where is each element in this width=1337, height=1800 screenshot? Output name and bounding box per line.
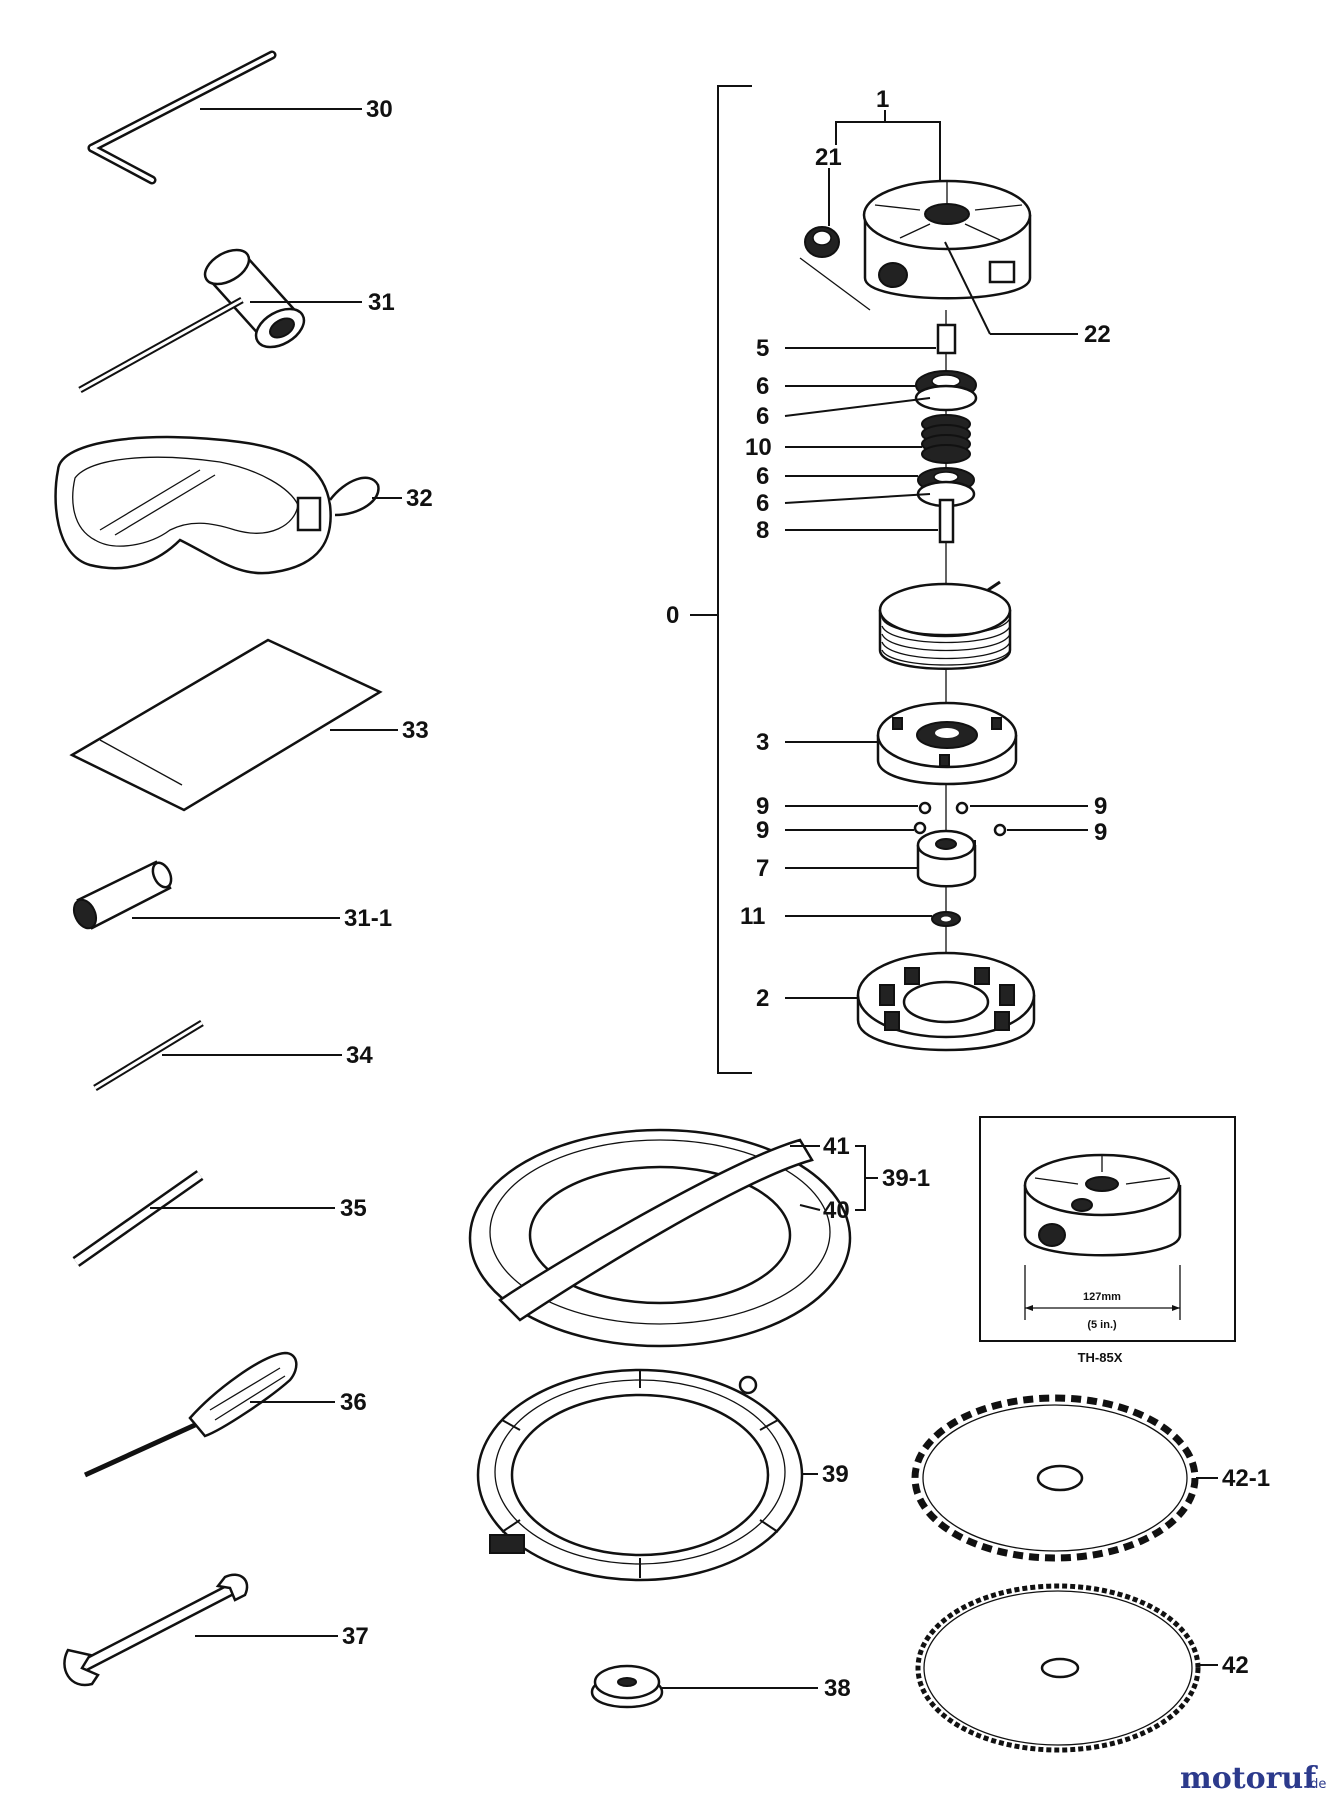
inset-dim-line2: (5 in.) [1087, 1319, 1117, 1331]
part-30-hex-key [87, 50, 362, 185]
label-42: 42 [1222, 1652, 1249, 1679]
part-37-wrench [63, 1573, 338, 1687]
label-2: 2 [756, 985, 769, 1012]
part-39-1-guard [468, 1128, 878, 1348]
label-6c: 6 [756, 463, 769, 490]
label-11: 11 [740, 903, 765, 930]
part-9-balls [785, 801, 1088, 837]
label-36: 36 [340, 1389, 367, 1416]
label-31: 31 [368, 289, 395, 316]
label-33: 33 [402, 717, 429, 744]
label-3: 3 [756, 729, 769, 756]
part-36-screwdriver [83, 1351, 335, 1478]
part-31-1-socket [72, 860, 340, 930]
assembly-bracket-0 [690, 85, 752, 1074]
part-31-plug-wrench [78, 248, 362, 394]
part-42-saw-blade [915, 1583, 1218, 1753]
bracket-1 [835, 110, 941, 185]
label-40: 40 [823, 1197, 850, 1224]
label-6d: 6 [756, 490, 769, 517]
watermark-brand: motoruf [1180, 1761, 1318, 1796]
label-38: 38 [824, 1675, 851, 1702]
label-32: 32 [406, 485, 433, 512]
label-31-1: 31-1 [344, 905, 392, 932]
label-5: 5 [756, 335, 769, 362]
label-9b: 9 [1094, 793, 1107, 820]
label-0: 0 [666, 602, 679, 629]
label-6a: 6 [756, 373, 769, 400]
part-6-bearing-lower [784, 467, 976, 508]
part-5-bolt [785, 323, 957, 355]
label-8: 8 [756, 517, 769, 544]
part-2-housing [785, 951, 1036, 1052]
part-7-hub [785, 829, 977, 888]
label-10: 10 [745, 434, 772, 461]
part-8-shaft [785, 498, 955, 544]
part-42-1-blade [911, 1394, 1218, 1562]
label-21: 21 [815, 144, 842, 171]
part-10-spring [785, 414, 971, 464]
label-35: 35 [340, 1195, 367, 1222]
part-38-cap [590, 1664, 818, 1709]
part-39-frame [476, 1368, 818, 1582]
label-9d: 9 [1094, 819, 1107, 846]
label-39-1: 39-1 [882, 1165, 930, 1192]
part-6-bearing-upper [784, 370, 978, 417]
inset-dim-line1: 127mm [1083, 1291, 1121, 1303]
part-32-safety-goggles [54, 435, 402, 575]
part-spool-line [878, 580, 1012, 670]
part-21-knob [799, 168, 871, 311]
part-3-spool [785, 701, 1018, 786]
part-1-cap [862, 179, 1078, 335]
part-33-manual [69, 638, 398, 812]
label-42-1: 42-1 [1222, 1465, 1270, 1492]
label-9a: 9 [756, 793, 769, 820]
label-7: 7 [756, 855, 769, 882]
label-22: 22 [1084, 321, 1111, 348]
label-6b: 6 [756, 403, 769, 430]
label-39: 39 [822, 1461, 849, 1488]
label-9c: 9 [756, 817, 769, 844]
label-1: 1 [876, 86, 889, 113]
label-34: 34 [346, 1042, 373, 1069]
watermark-suffix: .de [1306, 1777, 1326, 1792]
label-30: 30 [366, 96, 393, 123]
part-34-rod [93, 1020, 342, 1091]
inset-caption: TH-85X [1078, 1350, 1123, 1365]
label-37: 37 [342, 1623, 369, 1650]
part-35-pin [72, 1170, 335, 1267]
label-41: 41 [823, 1133, 850, 1160]
inset-th85x [979, 1116, 1236, 1342]
part-11-washer [785, 911, 961, 927]
